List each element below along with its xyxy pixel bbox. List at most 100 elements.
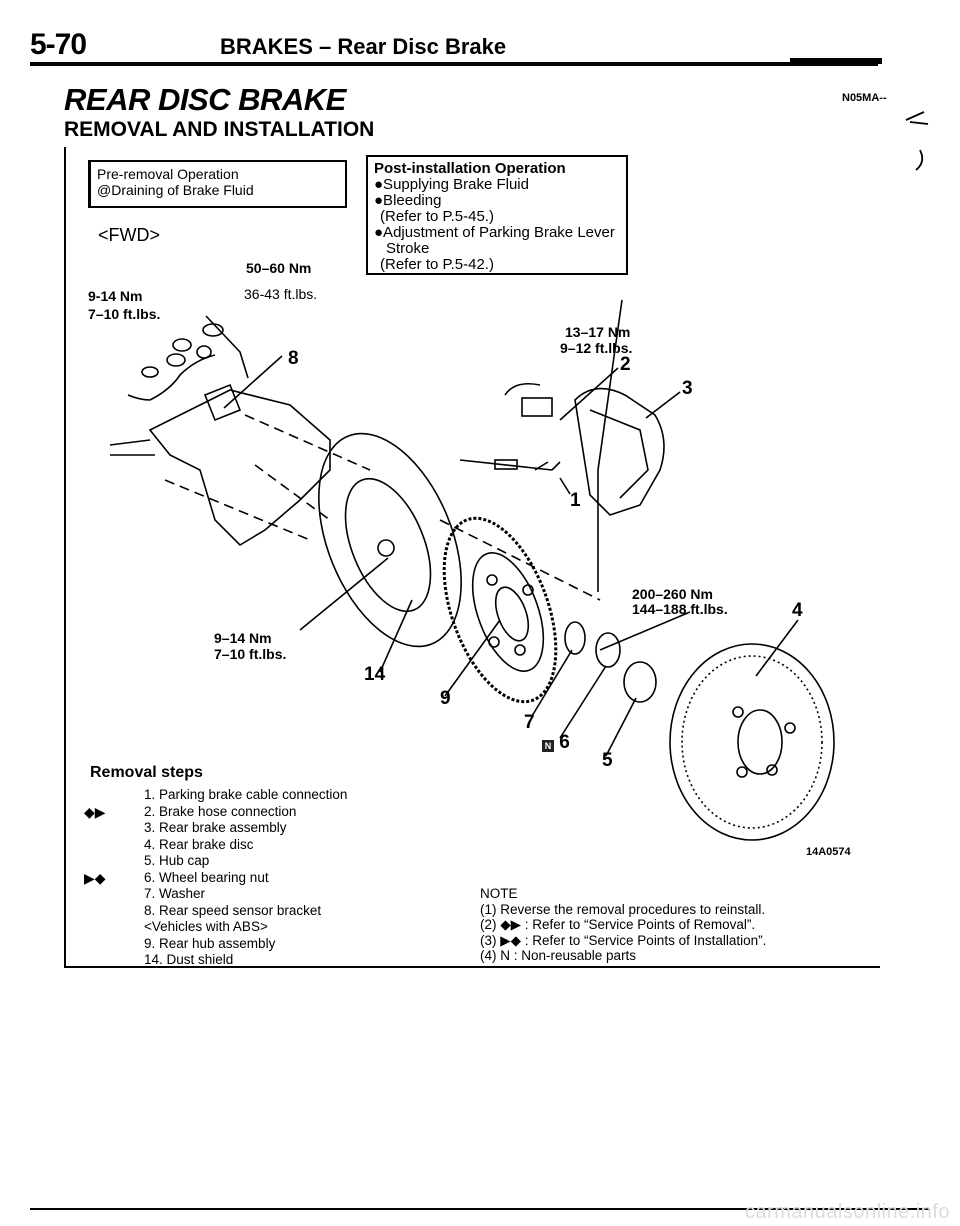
post-installation-item: (Refer to P.5-45.) bbox=[380, 208, 494, 225]
margin-mark bbox=[915, 149, 924, 171]
pre-removal-title: Pre-removal Operation bbox=[97, 166, 239, 182]
leader-line bbox=[597, 299, 623, 471]
torque-ftlbs: 144–188 ft.lbs. bbox=[632, 601, 728, 617]
removal-step-text: 5. Hub cap bbox=[144, 853, 210, 868]
assembly-line bbox=[439, 519, 601, 601]
removal-step: 4. Rear brake disc bbox=[84, 837, 347, 854]
post-installation-item: ●Bleeding bbox=[374, 192, 442, 209]
removal-step: 9. Rear hub assembly bbox=[84, 936, 347, 953]
hub-flange bbox=[471, 552, 545, 672]
removal-step: 8. Rear speed sensor bracket bbox=[84, 903, 347, 920]
leader-line bbox=[559, 367, 619, 421]
hub-stud bbox=[377, 539, 395, 557]
leader-line bbox=[645, 391, 681, 419]
service-point-marker bbox=[84, 787, 144, 804]
service-point-marker: ▶◆ bbox=[84, 869, 106, 886]
knuckle-arm bbox=[109, 439, 155, 456]
removal-step: 3. Rear brake assembly bbox=[84, 820, 347, 837]
removal-step-text: 8. Rear speed sensor bracket bbox=[144, 902, 322, 918]
note-item: (3) ▶◆ : Refer to “Service Points of Ins… bbox=[480, 932, 767, 948]
brake-disc-center bbox=[737, 709, 783, 775]
notes-block: NOTE (1) Reverse the removal procedures … bbox=[480, 886, 766, 964]
torque-nm: 200–260 Nm bbox=[632, 586, 713, 602]
service-point-marker bbox=[84, 837, 144, 854]
brake-exploded-diagram bbox=[109, 111, 929, 841]
forward-label: <FWD> bbox=[98, 225, 161, 245]
hub-tone-ring bbox=[442, 516, 558, 704]
post-installation-item: ●Adjustment of Parking Brake Lever bbox=[374, 224, 615, 241]
torque-ftlbs: 7–10 ft.lbs. bbox=[88, 306, 161, 322]
service-point-marker bbox=[84, 903, 144, 920]
service-point-marker bbox=[84, 886, 144, 903]
hub-stud bbox=[486, 574, 498, 586]
hub-stud bbox=[514, 644, 526, 656]
callout-7: 7 bbox=[524, 712, 535, 733]
removal-step-text: 9. Rear hub assembly bbox=[144, 935, 276, 951]
removal-step-text: <Vehicles with ABS> bbox=[144, 919, 268, 934]
removal-step: ▶◆ 6. Wheel bearing nut bbox=[84, 870, 347, 887]
knuckle-outline bbox=[148, 389, 331, 547]
post-installation-item: Stroke bbox=[386, 240, 430, 257]
callout-3: 3 bbox=[682, 378, 693, 399]
sensor-bracket bbox=[203, 383, 242, 422]
service-point-marker bbox=[84, 820, 144, 837]
callout-2: 2 bbox=[620, 354, 631, 375]
removal-step: ◆▶2. Brake hose connection bbox=[84, 804, 347, 821]
removal-step: <Vehicles with ABS> bbox=[84, 919, 347, 936]
leader-line bbox=[205, 315, 249, 379]
disc-stud-hole bbox=[766, 764, 778, 776]
note-item: (1) Reverse the removal procedures to re… bbox=[480, 901, 766, 917]
torque-nm: 9-14 Nm bbox=[88, 288, 143, 304]
callout-1: 1 bbox=[570, 490, 581, 511]
note-item: (4) N : Non-reusable parts bbox=[480, 948, 637, 963]
callout-8: 8 bbox=[288, 348, 299, 369]
torque-nm: 9–14 Nm bbox=[214, 630, 272, 646]
content-bottom-rule bbox=[64, 966, 880, 968]
leader-line bbox=[379, 599, 413, 673]
torque-nm: 50–60 Nm bbox=[246, 260, 312, 276]
cable-clip bbox=[534, 461, 561, 471]
torque-ftlbs: 36-43 ft.lbs. bbox=[244, 286, 318, 302]
removal-step: 14. Dust shield bbox=[84, 952, 347, 969]
brake-disc-face bbox=[681, 655, 823, 829]
post-installation-title: Post-installation Operation bbox=[374, 160, 566, 177]
section-title: REAR DISC BRAKE bbox=[64, 82, 346, 117]
caliper-fitting bbox=[521, 397, 553, 417]
torque-ftlbs: 7–10 ft.lbs. bbox=[214, 646, 287, 662]
header-rule bbox=[30, 62, 878, 66]
post-installation-box: Post-installation Operation ●Supplying B… bbox=[366, 155, 628, 275]
removal-steps-title: Removal steps bbox=[90, 764, 203, 781]
hub-stud bbox=[522, 584, 534, 596]
leader-line bbox=[559, 477, 571, 495]
removal-step-text: 3. Rear brake assembly bbox=[144, 820, 287, 835]
leader-line bbox=[599, 611, 691, 651]
sensor-cable-end bbox=[127, 394, 151, 401]
disc-stud-hole bbox=[732, 706, 744, 718]
callout-6: N 6 bbox=[542, 732, 570, 754]
axis-line bbox=[164, 479, 311, 541]
service-point-marker bbox=[84, 919, 144, 936]
content-left-rule bbox=[64, 147, 66, 967]
wheel-bearing-nut bbox=[595, 632, 621, 668]
caliper-body bbox=[574, 387, 665, 516]
bolt bbox=[196, 345, 212, 359]
watermark: carmanualsonline.info bbox=[744, 1201, 950, 1223]
removal-step-text: 7. Washer bbox=[144, 886, 206, 901]
post-installation-item: ●Supplying Brake Fluid bbox=[374, 176, 529, 193]
callout-6-number: 6 bbox=[559, 732, 570, 753]
torque-nm: 13–17 Nm bbox=[565, 324, 631, 340]
section-code: N05MA-- bbox=[842, 92, 887, 104]
torque-ftlbs: 9–12 ft.lbs. bbox=[560, 340, 633, 356]
bolt bbox=[166, 353, 186, 367]
subsection-title: REMOVAL AND INSTALLATION bbox=[64, 118, 375, 141]
header-title: BRAKES – Rear Disc Brake bbox=[220, 34, 507, 59]
brake-disc bbox=[669, 643, 835, 841]
service-point-marker bbox=[84, 952, 144, 969]
removal-step-text: 6. Wheel bearing nut bbox=[144, 869, 269, 885]
figure-code: 14A0574 bbox=[806, 846, 851, 858]
assembly-line bbox=[244, 414, 371, 471]
sensor-cable bbox=[149, 354, 216, 401]
caliper-detail bbox=[589, 409, 649, 499]
leader-line bbox=[299, 557, 389, 631]
dust-shield bbox=[318, 432, 462, 648]
